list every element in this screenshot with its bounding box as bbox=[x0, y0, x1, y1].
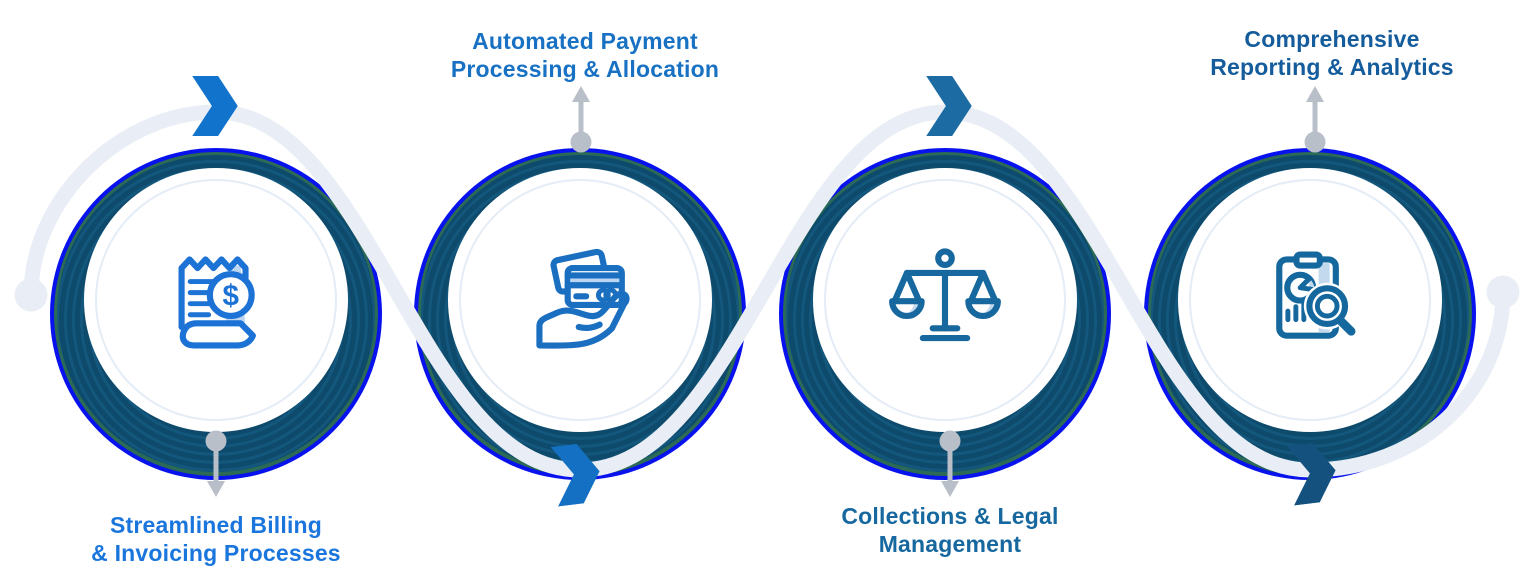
step-2-inner-circle bbox=[448, 168, 712, 432]
step-4-circle bbox=[1144, 148, 1476, 480]
connector-arrow-up-4 bbox=[1304, 86, 1326, 153]
step-2-label-line2: Processing & Allocation bbox=[450, 56, 720, 82]
connector-arrow-up-2 bbox=[570, 86, 592, 153]
step-1-label-line1: Streamlined Billing bbox=[109, 512, 323, 538]
report-analytics-icon bbox=[1276, 251, 1356, 339]
step-4-label-line1: Comprehensive bbox=[1244, 26, 1420, 52]
step-3-label-line1: Collections & Legal bbox=[841, 503, 1059, 529]
wave-start-dot bbox=[14, 278, 48, 312]
billing-invoice-icon: $ bbox=[178, 256, 256, 349]
step-3-label-line2: Management bbox=[878, 531, 1022, 557]
wave-end-dot bbox=[1486, 275, 1520, 309]
legal-scales-icon bbox=[889, 248, 1001, 342]
step-2-label: Automated Payment Processing & Allocatio… bbox=[395, 27, 775, 83]
step-4-label: Comprehensive Reporting & Analytics bbox=[1142, 25, 1522, 81]
chevron-4-icon bbox=[1286, 442, 1336, 506]
dollar-glyph: $ bbox=[223, 280, 239, 313]
step-3-label: Collections & Legal Management bbox=[760, 502, 1140, 558]
chevron-3-icon bbox=[926, 76, 972, 136]
connector-arrow-down-3 bbox=[939, 430, 961, 497]
chevron-2-icon bbox=[550, 443, 600, 507]
step-1-label: Streamlined Billing & Invoicing Processe… bbox=[26, 511, 406, 567]
step-4-inner-circle bbox=[1178, 168, 1442, 432]
step-1-inner-circle: $ bbox=[84, 168, 348, 432]
step-3-inner-circle bbox=[813, 168, 1077, 432]
connector-arrow-down-1 bbox=[205, 430, 227, 497]
chevron-1-icon bbox=[192, 76, 238, 136]
step-2-label-line1: Automated Payment bbox=[472, 28, 698, 54]
step-1-label-line2: & Invoicing Processes bbox=[91, 540, 341, 566]
step-4-label-line2: Reporting & Analytics bbox=[1210, 54, 1454, 80]
payment-hand-cards-icon bbox=[536, 248, 630, 349]
step-2-circle bbox=[414, 148, 746, 480]
